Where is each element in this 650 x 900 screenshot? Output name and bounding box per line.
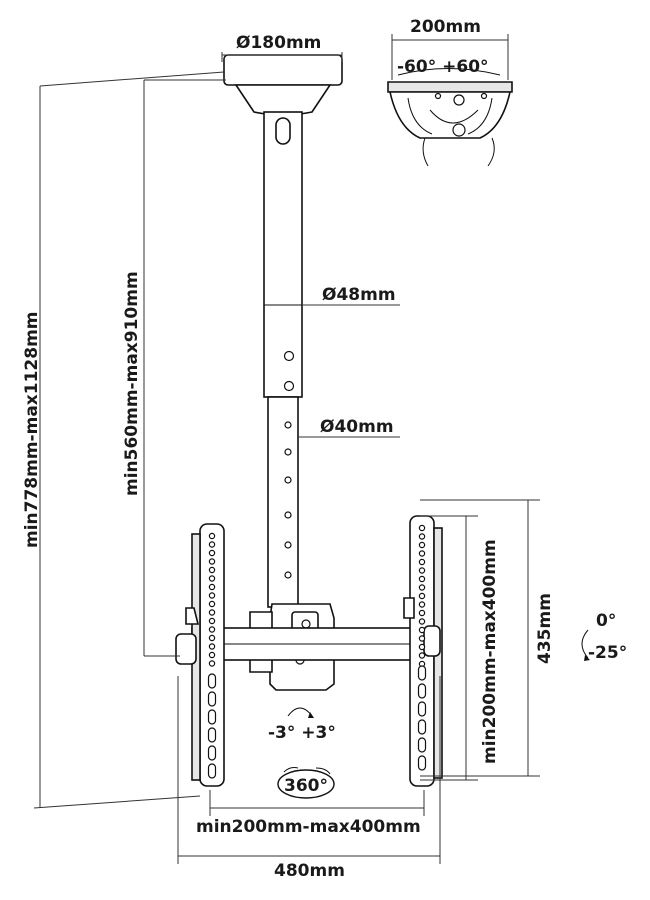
top-view-inset xyxy=(387,81,513,167)
label-total-width: 480mm xyxy=(274,861,345,881)
bracket-hole xyxy=(208,609,216,616)
horizontal-arm xyxy=(191,627,425,661)
bracket-hole xyxy=(208,575,216,582)
bracket-hole xyxy=(418,618,426,625)
bracket-hole xyxy=(418,643,426,651)
label-top-view-width: 200mm xyxy=(410,17,481,37)
bracket-hole xyxy=(418,652,426,659)
bracket-hole xyxy=(208,532,216,540)
tilt-arrow xyxy=(581,629,590,661)
bracket-hole xyxy=(208,651,216,659)
label-tilt-bottom: -25° xyxy=(588,643,627,663)
bracket-slot xyxy=(417,719,427,735)
label-ceiling-plate-diameter: Ø180mm xyxy=(236,33,321,53)
bracket-hole xyxy=(208,660,216,667)
bracket-hole xyxy=(418,558,426,566)
dimension-lines xyxy=(33,34,540,864)
bracket-slot xyxy=(207,763,217,779)
bracket-hole xyxy=(418,524,426,532)
label-pole-height: min560mm-max910mm xyxy=(122,271,142,496)
bracket-hole xyxy=(418,626,426,634)
bracket-hole xyxy=(418,601,426,608)
left-vesa-bracket xyxy=(175,523,225,787)
label-bracket-height: 435mm xyxy=(535,593,555,664)
upper-tube xyxy=(263,111,303,398)
ceiling-plate xyxy=(223,54,343,116)
label-upper-tube-diameter: Ø48mm xyxy=(322,285,396,305)
bracket-hole xyxy=(418,609,426,617)
bracket-hole xyxy=(208,634,216,642)
label-rotation-range: -3° +3° xyxy=(268,723,336,743)
bracket-hole xyxy=(418,575,426,583)
label-total-height: min778mm-max1128mm xyxy=(22,311,42,548)
bracket-hole xyxy=(208,558,216,565)
bracket-slot xyxy=(207,691,217,707)
bracket-hole xyxy=(418,592,426,600)
bracket-hole xyxy=(208,549,216,557)
rotation-360-badge xyxy=(277,767,335,799)
bracket-hole xyxy=(208,541,216,548)
bracket-hole xyxy=(208,600,216,608)
label-tilt-top: 0° xyxy=(596,611,616,631)
bracket-hole xyxy=(208,566,216,574)
bracket-hole xyxy=(418,584,426,591)
bracket-slot xyxy=(207,727,217,743)
bracket-slot xyxy=(207,673,217,689)
bracket-slot xyxy=(417,665,427,681)
bracket-hole xyxy=(418,635,426,642)
bracket-hole xyxy=(418,550,426,557)
label-vesa-horizontal: min200mm-max400mm xyxy=(196,817,421,837)
label-vesa-vertical: min200mm-max400mm xyxy=(480,539,500,764)
bracket-slot xyxy=(207,745,217,761)
bracket-slot xyxy=(417,755,427,771)
bracket-slot xyxy=(417,683,427,699)
rotation-arrow xyxy=(287,707,314,718)
label-rotation-full: 360° xyxy=(284,776,328,796)
bracket-hole xyxy=(208,583,216,591)
bracket-slot xyxy=(417,737,427,753)
label-lower-tube-diameter: Ø40mm xyxy=(320,417,394,437)
right-bracket-holes xyxy=(417,524,427,771)
swivel-arrow xyxy=(397,68,501,76)
left-bracket-holes xyxy=(207,532,217,779)
lower-tube xyxy=(267,396,299,608)
bracket-hole xyxy=(208,643,216,650)
bracket-hole xyxy=(418,567,426,574)
bracket-slot xyxy=(417,701,427,717)
bracket-slot xyxy=(207,709,217,725)
bracket-hole xyxy=(418,533,426,540)
label-swivel-range: -60° +60° xyxy=(397,57,489,77)
bracket-hole xyxy=(208,626,216,633)
bracket-hole xyxy=(208,617,216,625)
bracket-hole xyxy=(208,592,216,599)
bracket-hole xyxy=(418,541,426,549)
